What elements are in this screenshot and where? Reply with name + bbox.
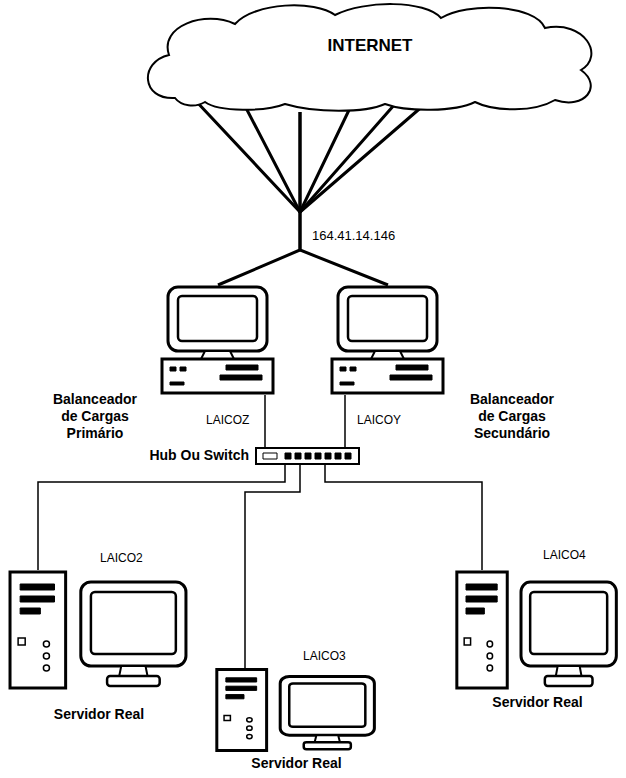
server-icon <box>455 570 620 690</box>
network-cable <box>218 112 300 285</box>
server-node: LAICO3Servidor Real <box>215 668 378 752</box>
node-label: Balanceador de Cargas Secundário <box>462 391 562 441</box>
internet-link <box>195 100 300 212</box>
ip-address: 164.41.14.146 <box>310 228 397 244</box>
pc-icon <box>160 285 275 395</box>
node-label: Balanceador de Cargas Primário <box>45 391 145 441</box>
internet-link <box>300 108 350 212</box>
pc-node: Balanceador de Cargas PrimárioLAICOZ <box>160 285 275 395</box>
node-sublabel: Servidor Real <box>455 694 620 711</box>
node-sublabel: LAICOY <box>357 413 401 427</box>
server-icon <box>8 570 190 690</box>
network-cable <box>38 465 285 570</box>
node-label: INTERNET <box>135 36 605 56</box>
server-icon <box>215 668 378 752</box>
hub-icon <box>255 447 360 465</box>
internet-link <box>300 104 395 212</box>
node-sublabel: LAICOZ <box>206 413 249 427</box>
node-sublabel: Servidor Real <box>215 755 378 772</box>
internet-link <box>245 106 300 212</box>
node-label: Hub Ou Switch <box>149 447 249 464</box>
node-label: LAICO3 <box>303 649 346 663</box>
node-label: LAICO4 <box>543 548 586 562</box>
internet-link <box>300 98 432 212</box>
node-label: LAICO2 <box>100 551 143 565</box>
network-cable <box>344 395 346 447</box>
network-cable <box>264 395 266 447</box>
pc-icon <box>330 285 445 395</box>
network-cable <box>300 112 388 285</box>
network-cable <box>325 465 482 570</box>
node-sublabel: Servidor Real <box>8 706 190 723</box>
cloud-icon <box>135 0 605 112</box>
network-cable <box>245 465 300 668</box>
pc-node: Balanceador de Cargas SecundárioLAICOY <box>330 285 445 395</box>
hub-node: Hub Ou Switch <box>255 447 360 465</box>
server-node: LAICO4Servidor Real <box>455 570 620 690</box>
cloud-node: INTERNET <box>135 0 605 112</box>
server-node: LAICO2Servidor Real <box>8 570 190 690</box>
